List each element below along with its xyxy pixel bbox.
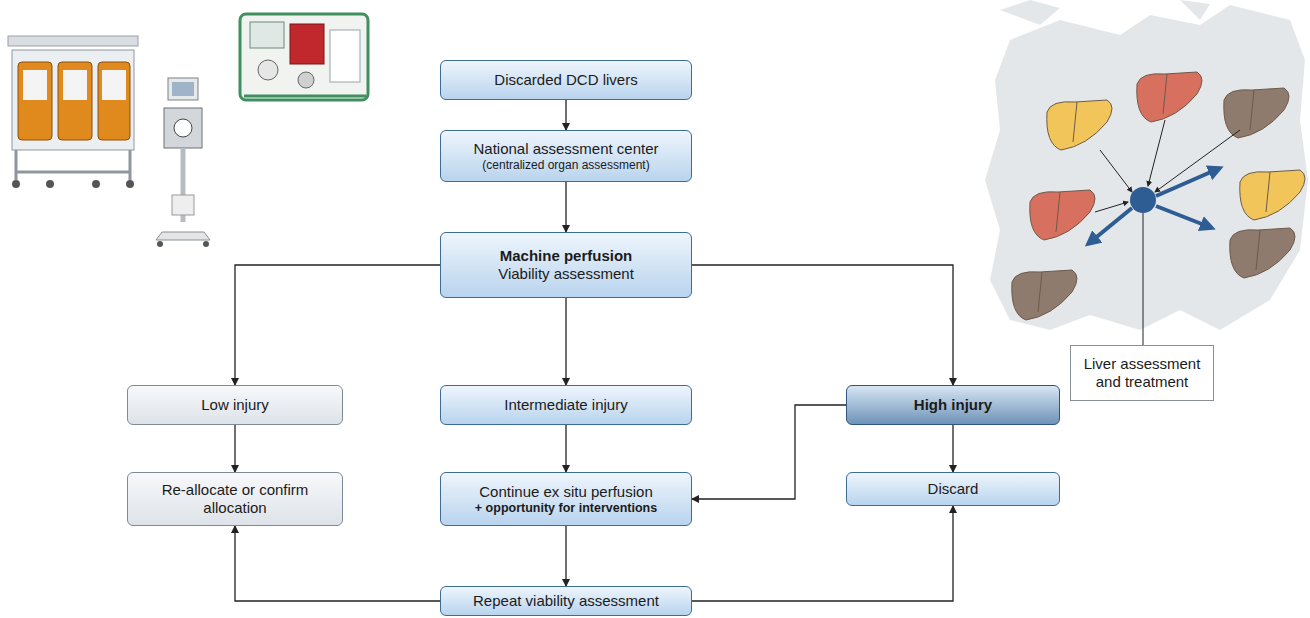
flow-arrow bbox=[565, 100, 566, 130]
outflow-arrows bbox=[1088, 168, 1220, 244]
inflow-arrows bbox=[1095, 120, 1240, 212]
assessment-hub bbox=[1130, 187, 1156, 213]
node-label: Liver assessment and treatment bbox=[1079, 355, 1205, 391]
flow-arrow bbox=[565, 425, 566, 472]
outcome-box: Low injury bbox=[127, 385, 343, 425]
leader-line bbox=[1143, 213, 1144, 345]
process-box: Discarded DCD livers bbox=[440, 60, 692, 100]
process-box: Re-allocate or confirm allocation bbox=[127, 472, 343, 526]
europe-map bbox=[985, 0, 1308, 330]
process-box: Discard bbox=[846, 472, 1060, 506]
node-label: Repeat viability assessment bbox=[473, 592, 659, 610]
node-label: Discard bbox=[928, 480, 979, 498]
liver-icons bbox=[1012, 72, 1305, 320]
flow-arrow bbox=[565, 182, 566, 232]
node-label: Discarded DCD livers bbox=[494, 71, 637, 89]
perfusion-device bbox=[8, 36, 138, 188]
process-box: Machine perfusionViability assessment bbox=[440, 232, 692, 298]
flow-arrow bbox=[235, 265, 440, 385]
node-label: Intermediate injury bbox=[504, 396, 627, 414]
outcome-box: Intermediate injury bbox=[440, 385, 692, 425]
node-sublabel: Viability assessment bbox=[498, 265, 634, 283]
flow-arrow bbox=[692, 405, 846, 499]
flow-arrow bbox=[692, 265, 953, 385]
node-sublabel: + opportunity for interventions bbox=[475, 501, 657, 516]
flow-arrow bbox=[565, 526, 566, 586]
outcome-box: High injury bbox=[846, 385, 1060, 425]
flow-arrow bbox=[692, 506, 953, 601]
node-label: Re-allocate or confirm allocation bbox=[136, 481, 334, 517]
perfusion-device bbox=[156, 78, 210, 247]
process-box: National assessment center(centralized o… bbox=[440, 130, 692, 182]
node-label: National assessment center bbox=[473, 140, 658, 158]
process-box: Repeat viability assessment bbox=[440, 586, 692, 616]
flow-arrow bbox=[234, 425, 235, 472]
node-label: Low injury bbox=[201, 396, 269, 414]
node-label: High injury bbox=[914, 396, 992, 414]
node-label: Continue ex situ perfusion bbox=[479, 483, 652, 501]
callout-box: Liver assessment and treatment bbox=[1070, 345, 1214, 401]
perfusion-device bbox=[240, 14, 368, 100]
flow-arrow bbox=[952, 425, 953, 472]
node-sublabel: (centralized organ assessment) bbox=[482, 158, 649, 172]
process-box: Continue ex situ perfusion+ opportunity … bbox=[440, 472, 692, 526]
flow-arrow bbox=[235, 526, 440, 601]
node-label: Machine perfusion bbox=[500, 247, 633, 265]
flow-arrow bbox=[565, 298, 566, 385]
